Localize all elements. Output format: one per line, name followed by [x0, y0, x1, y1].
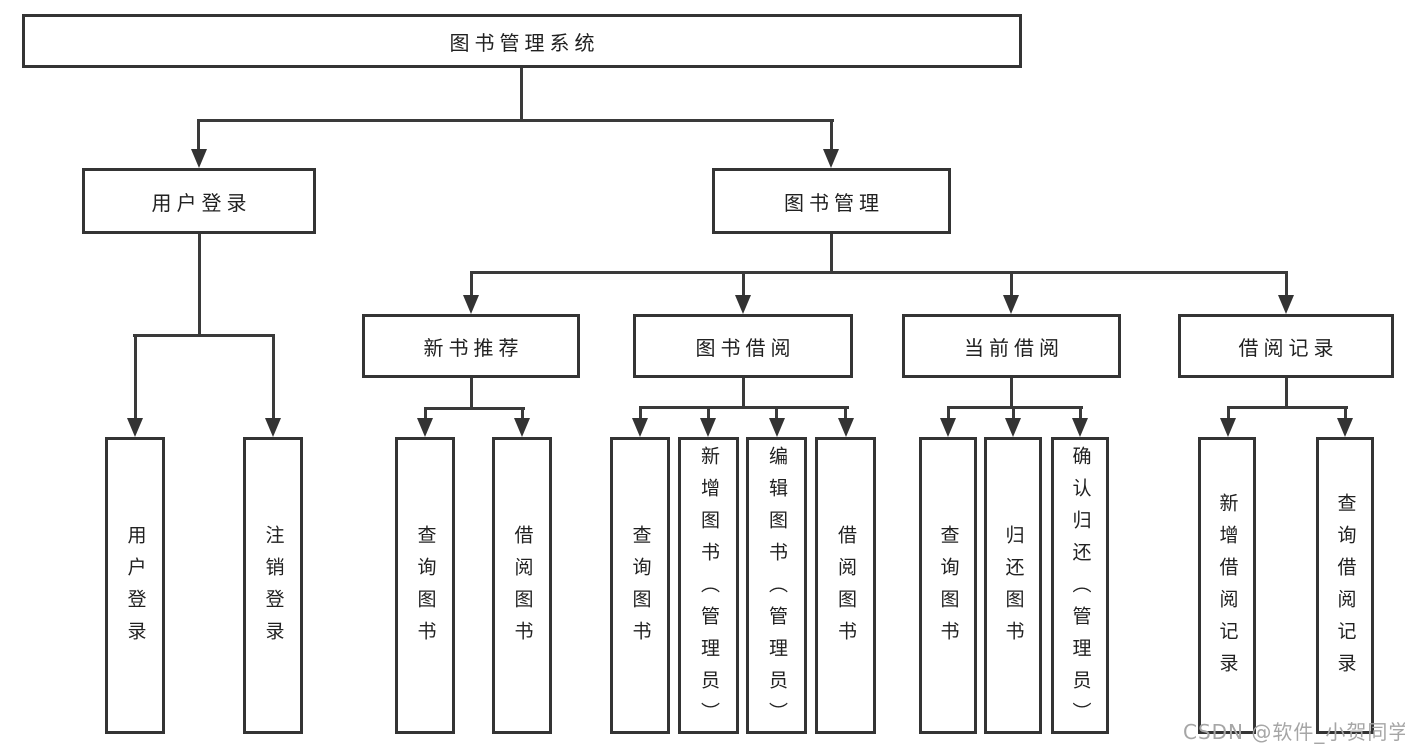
leaf-query-book-recommend: 查询图书	[395, 437, 455, 734]
arrow-down-icon	[735, 295, 751, 314]
leaf-user-login: 用户登录	[105, 437, 165, 734]
arrow-down-icon	[417, 418, 433, 437]
leaf-edit-book-admin: 编辑图书（管理员）	[746, 437, 807, 734]
arrow-down-icon	[1005, 418, 1021, 437]
leaf-logout: 注销登录	[243, 437, 303, 734]
leaf-add-book-admin: 新增图书（管理员）	[678, 437, 739, 734]
node-current-borrow: 当前借阅	[902, 314, 1121, 378]
connector-currentborrow-stem	[1010, 377, 1013, 409]
arrow-down-icon	[940, 418, 956, 437]
arrow-down-icon	[514, 418, 530, 437]
connector-bookmgmt-stem	[830, 233, 833, 273]
leaf-confirm-return-admin: 确认归还（管理员）	[1051, 437, 1109, 734]
connector-arrow-stem	[1010, 271, 1013, 297]
connector-arrow-stem	[197, 119, 200, 151]
arrow-down-icon	[1278, 295, 1294, 314]
connector-arrow-stem	[707, 406, 710, 420]
leaf-query-book-current: 查询图书	[919, 437, 977, 734]
connector-arrow-stem	[272, 334, 275, 420]
connector-arrow-stem	[424, 407, 427, 420]
arrow-down-icon	[632, 418, 648, 437]
arrow-down-icon	[823, 149, 839, 168]
node-library-system: 图书管理系统	[22, 14, 1022, 68]
arrow-down-icon	[1072, 418, 1088, 437]
connector-arrow-stem	[1285, 271, 1288, 297]
arrow-down-icon	[700, 418, 716, 437]
node-borrow-record: 借阅记录	[1178, 314, 1394, 378]
connector-arrow-stem	[947, 406, 950, 420]
leaf-borrow-book-recommend: 借阅图书	[492, 437, 552, 734]
connector-level2-branch	[197, 119, 834, 122]
arrow-down-icon	[1337, 418, 1353, 437]
arrow-down-icon	[769, 418, 785, 437]
connector-level3-branch	[470, 271, 1288, 274]
connector-arrow-stem	[1227, 406, 1230, 420]
connector-arrow-stem	[775, 406, 778, 420]
connector-newbook-branch	[424, 407, 525, 410]
connector-newbook-stem	[470, 377, 473, 410]
connector-userlogin-branch	[133, 334, 275, 337]
connector-currentborrow-branch	[947, 406, 1083, 409]
connector-bookborrow-branch	[639, 406, 849, 409]
arrow-down-icon	[463, 295, 479, 314]
arrow-down-icon	[1003, 295, 1019, 314]
arrow-down-icon	[265, 418, 281, 437]
connector-arrow-stem	[470, 271, 473, 297]
arrow-down-icon	[838, 418, 854, 437]
leaf-return-book: 归还图书	[984, 437, 1042, 734]
node-user-login: 用户登录	[82, 168, 316, 234]
connector-arrow-stem	[134, 334, 137, 420]
connector-arrow-stem	[742, 271, 745, 297]
node-new-book-recommend: 新书推荐	[362, 314, 580, 378]
connector-arrow-stem	[521, 407, 524, 420]
connector-root-stem	[520, 67, 523, 120]
connector-arrow-stem	[830, 119, 833, 151]
connector-arrow-stem	[1344, 406, 1347, 420]
connector-arrow-stem	[1012, 406, 1015, 420]
arrow-down-icon	[191, 149, 207, 168]
connector-borrowrecord-stem	[1285, 377, 1288, 409]
connector-bookborrow-stem	[742, 377, 745, 409]
leaf-query-borrow-record: 查询借阅记录	[1316, 437, 1374, 734]
node-book-management: 图书管理	[712, 168, 951, 234]
watermark: CSDN @软件_小贺同学	[1183, 720, 1405, 744]
connector-arrow-stem	[844, 406, 847, 420]
connector-userlogin-stem	[198, 233, 201, 335]
arrow-down-icon	[127, 418, 143, 437]
leaf-query-book-borrow: 查询图书	[610, 437, 670, 734]
connector-arrow-stem	[639, 406, 642, 420]
connector-borrowrecord-branch	[1227, 406, 1348, 409]
connector-arrow-stem	[1079, 406, 1082, 420]
leaf-borrow-book: 借阅图书	[815, 437, 876, 734]
leaf-add-borrow-record: 新增借阅记录	[1198, 437, 1256, 734]
arrow-down-icon	[1220, 418, 1236, 437]
node-book-borrow: 图书借阅	[633, 314, 853, 378]
